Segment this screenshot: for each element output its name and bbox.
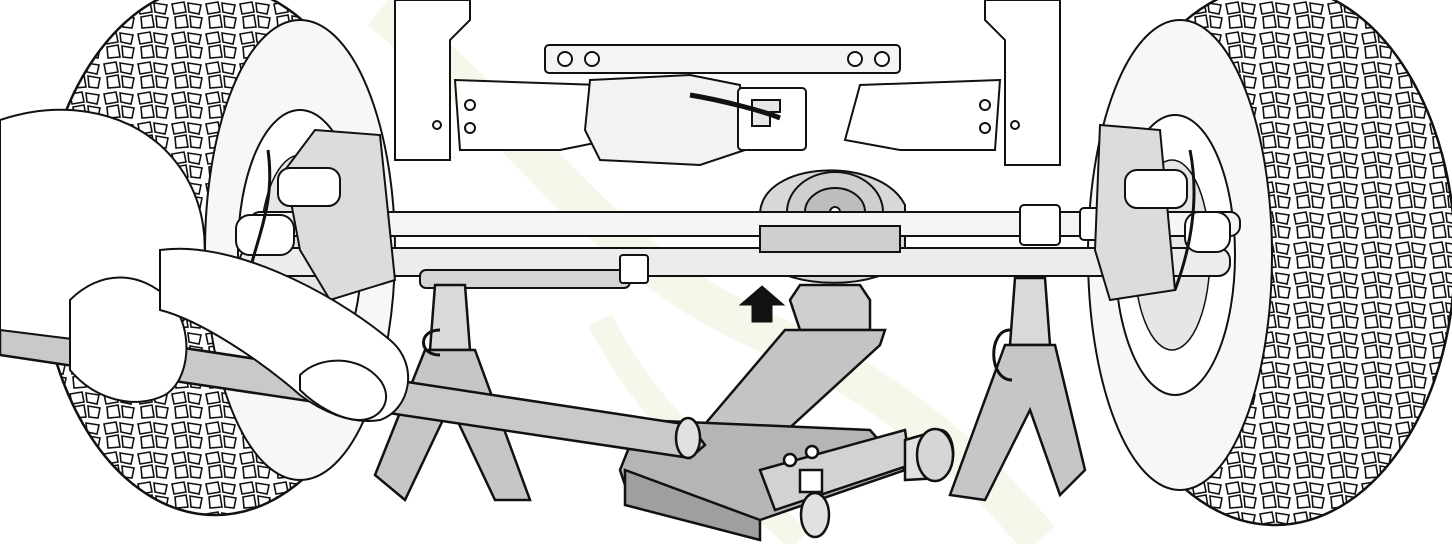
front-axle (239, 204, 1241, 289)
worker-hands (0, 108, 409, 422)
right-knuckle (1093, 123, 1231, 302)
vehicle-frame (394, 0, 1061, 167)
right-jack-stand (948, 276, 1087, 502)
arrow-up-icon (738, 285, 786, 323)
